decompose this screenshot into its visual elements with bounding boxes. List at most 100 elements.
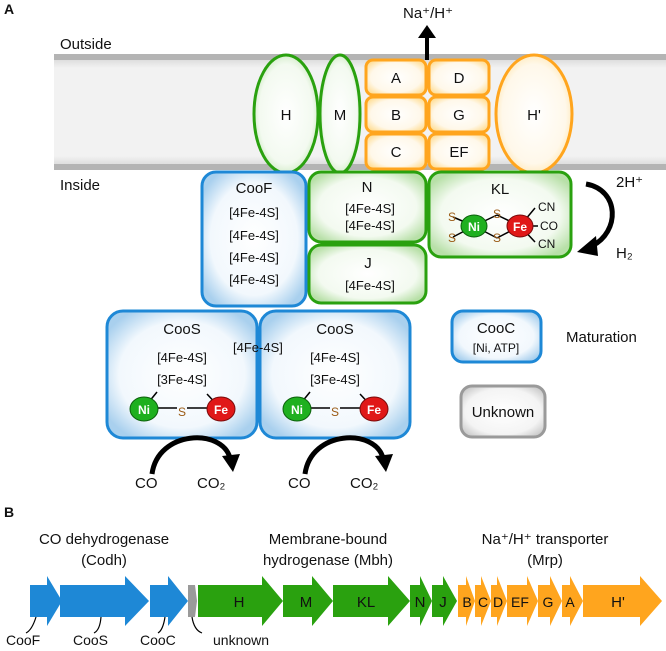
coos-right-fe-label: Fe (367, 403, 381, 417)
subunit-j-cluster: [4Fe-4S] (345, 278, 395, 293)
subunit-m-label: M (334, 107, 347, 124)
gene-m (283, 576, 333, 626)
subunit-h-label: H (281, 107, 292, 124)
gene-h (198, 576, 283, 626)
kl-ni-atom (460, 214, 488, 238)
subunit-kl-title: KL (491, 181, 509, 198)
mbh-title-line-1: Membrane-bound (269, 531, 387, 548)
callout-cooc-line (157, 616, 166, 634)
gene-b-label: B (462, 594, 471, 610)
subunit-n-cluster-1: [4Fe-4S] (345, 201, 395, 216)
coos-left-fe-label: Fe (214, 403, 228, 417)
coos-left-title: CooS (163, 321, 201, 338)
coos-left-cluster-1: [4Fe-4S] (157, 350, 207, 365)
codh-title-line-1: CO dehydrogenase (39, 531, 169, 548)
coof-title: CooF (236, 180, 273, 197)
coos-right-fe-atom (359, 396, 389, 422)
subunit-d-label: D (454, 70, 465, 87)
subunit-a-label: A (391, 70, 401, 87)
co-label-right: CO (288, 475, 311, 492)
coof-box (200, 170, 308, 308)
membrane-inner-edge (54, 164, 666, 170)
kl-fe-atom (506, 214, 534, 238)
gene-j (432, 576, 457, 626)
coos-right-ni-label: Ni (291, 403, 303, 417)
gene-c (475, 576, 491, 626)
gene-ef-label: EF (511, 594, 529, 610)
subunit-n-box (307, 170, 428, 244)
co2-label-right: CO₂ (350, 475, 379, 492)
subunit-ef-label: EF (449, 144, 468, 161)
h2-label: H₂ (616, 245, 633, 262)
coos-right-cluster-2: [3Fe-4S] (310, 372, 360, 387)
coos-left-fe-atom (206, 396, 236, 422)
callout-coos-line (93, 616, 102, 634)
gene-g-label: G (543, 594, 554, 610)
callout-unknown: unknown (213, 632, 269, 648)
subunit-h-prime-label: H' (527, 107, 541, 124)
gene-n (410, 576, 432, 626)
gene-a-label: A (565, 594, 575, 610)
gene-n-label: N (415, 594, 426, 611)
kl-ni-label: Ni (468, 220, 480, 234)
kl-sulfur-3: S (493, 207, 501, 221)
co2-label-left: CO₂ (197, 475, 226, 492)
coof-cluster-3: [4Fe-4S] (229, 250, 279, 265)
maturation-label: Maturation (566, 329, 637, 346)
gene-kl-label: KL (357, 594, 375, 611)
co-oxidation-arrow-right (302, 435, 386, 475)
subunit-g-label: G (453, 107, 465, 124)
gene-b (458, 576, 475, 626)
subunit-kl-box (427, 170, 573, 259)
gene-j-label: J (439, 594, 447, 611)
subunit-d (427, 58, 491, 97)
kl-cn-2: CN (538, 237, 555, 251)
coos-right-ni-atom (282, 396, 312, 422)
unknown-box (459, 384, 547, 439)
coos-bridge-cluster: [4Fe-4S] (233, 340, 283, 355)
subunit-n-title: N (362, 179, 373, 196)
subunit-a (364, 58, 428, 97)
gene-coof (30, 576, 62, 626)
subunit-c-label: C (391, 144, 402, 161)
membrane-outer-edge (54, 54, 666, 60)
co-oxidation-arrowhead-right (375, 454, 393, 472)
gene-h-prime (583, 576, 662, 626)
coos-right-title: CooS (316, 321, 354, 338)
callout-cooc: CooC (140, 632, 176, 648)
kl-sulfur-2: S (448, 231, 456, 245)
subunit-b-label: B (391, 107, 401, 124)
gene-d (491, 576, 507, 626)
subunit-j-title: J (364, 255, 372, 272)
gene-d-label: D (493, 594, 503, 610)
kl-co: CO (540, 219, 558, 233)
mrp-title-line-1: Na⁺/H⁺ transporter (482, 531, 609, 548)
coos-left-ni-atom (129, 396, 159, 422)
coof-cluster-4: [4Fe-4S] (229, 272, 279, 287)
gene-h-label: H (234, 594, 245, 611)
unknown-label: Unknown (472, 404, 535, 421)
subunit-j-box (307, 243, 428, 305)
mrp-title-line-2: (Mrp) (527, 552, 563, 569)
kl-fe-label: Fe (513, 220, 527, 234)
ion-export-arrowhead (418, 25, 436, 38)
panel-b-label: B (4, 504, 14, 520)
gene-h-prime-label: H' (611, 594, 625, 611)
coos-left-cluster-2: [3Fe-4S] (157, 372, 207, 387)
callout-coof-line (25, 616, 37, 634)
cooc-box (450, 309, 543, 364)
co-oxidation-arrowhead-left (222, 454, 240, 472)
gene-a (562, 576, 583, 626)
callout-coof: CooF (6, 632, 40, 648)
outside-label: Outside (60, 36, 112, 53)
coof-cluster-1: [4Fe-4S] (229, 205, 279, 220)
coof-cluster-2: [4Fe-4S] (229, 228, 279, 243)
gene-coos (60, 576, 149, 626)
co-oxidation-arrow-left (149, 435, 233, 475)
kl-sulfur-1: S (448, 210, 456, 224)
gene-m-label: M (300, 594, 313, 611)
codh-title-line-2: (Codh) (81, 552, 127, 569)
coos-right-sulfur: S (331, 405, 339, 419)
gene-unknown (188, 585, 197, 617)
